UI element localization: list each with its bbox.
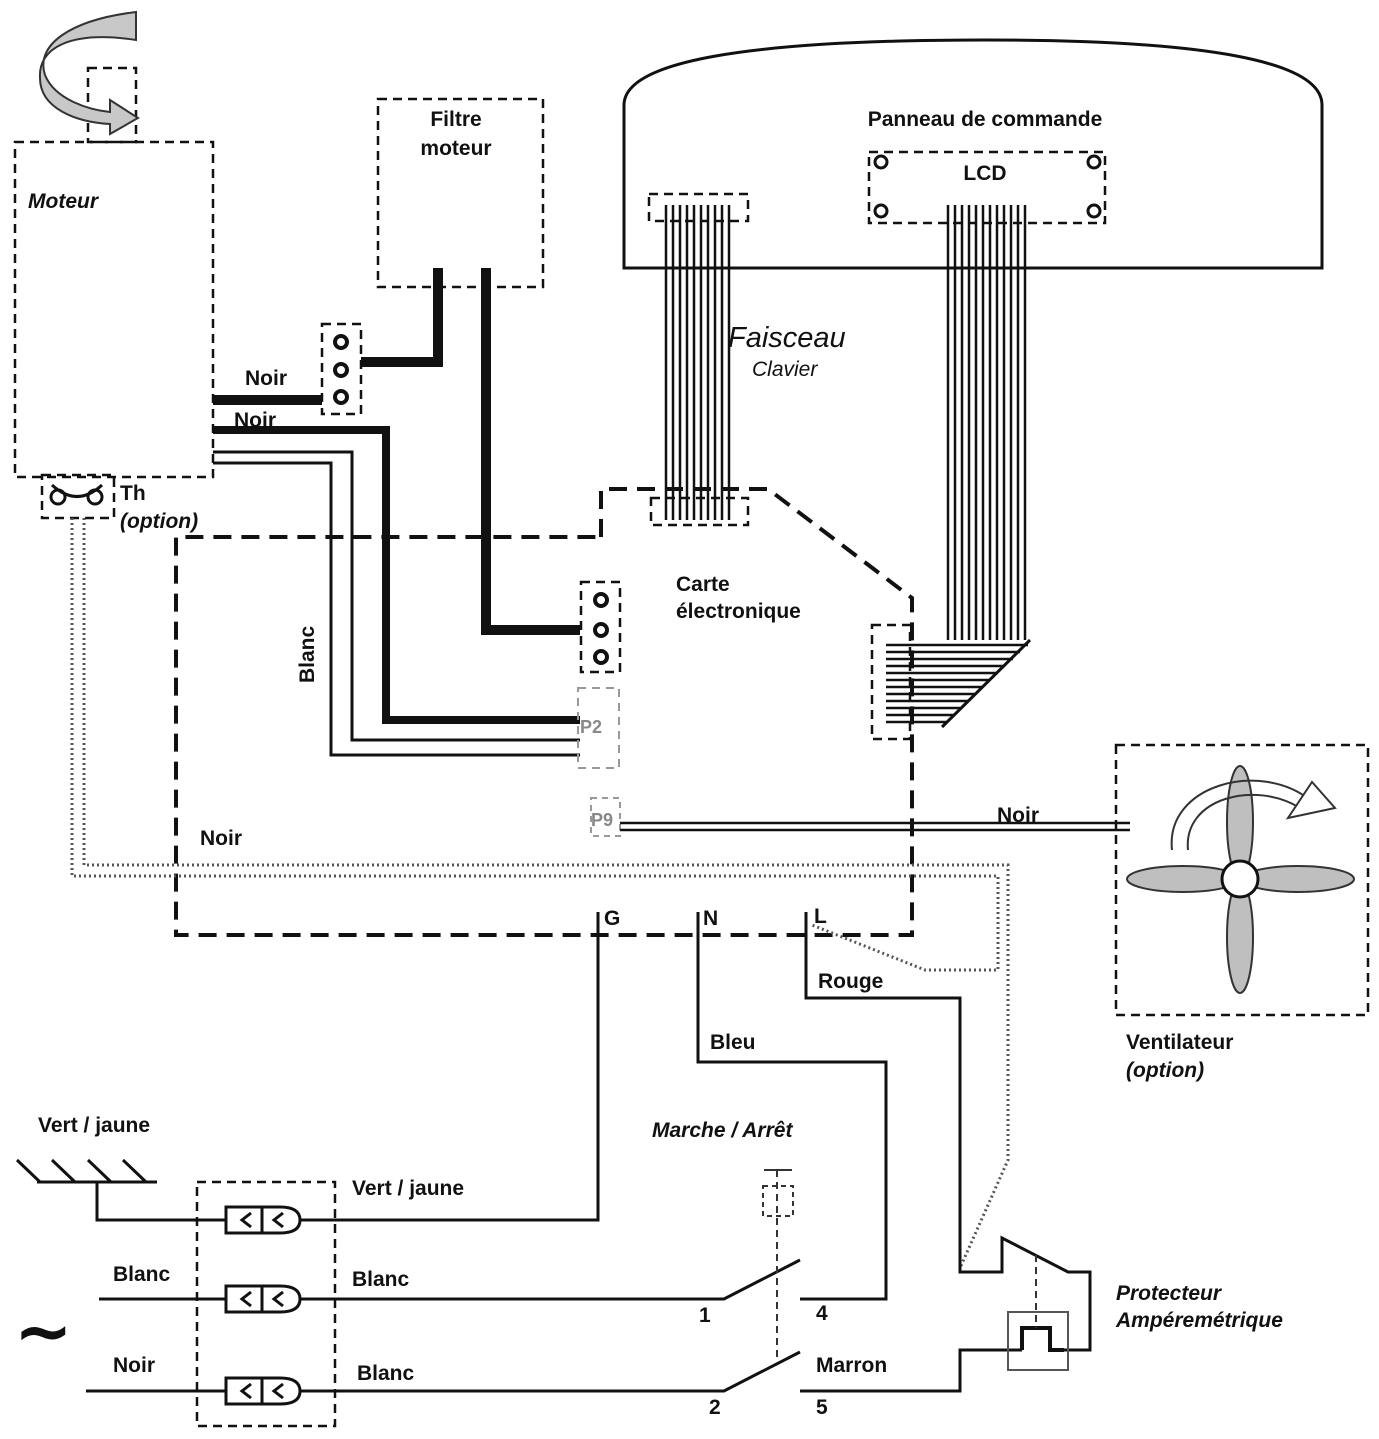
- current-protector: [1007, 1255, 1069, 1371]
- wire-filter-connector: [361, 268, 443, 367]
- th-label: Th: [120, 482, 146, 505]
- on-off-switch: [762, 1169, 794, 1358]
- ground-symbol-icon: [15, 1158, 226, 1222]
- wire-bleu: [696, 912, 888, 1301]
- wire-blanc-1: [213, 450, 580, 742]
- p9-label: P9: [591, 810, 613, 830]
- wire-rouge: [804, 912, 1092, 1352]
- motor-label: Moteur: [28, 190, 100, 213]
- rouge-label: Rouge: [818, 970, 883, 993]
- filter-label-1: Filtre: [430, 108, 481, 131]
- n-label: N: [703, 907, 718, 930]
- wire-blanc-switch-1: [300, 1258, 801, 1301]
- blanc-left-label: Blanc: [113, 1263, 171, 1286]
- fan-block: [1114, 743, 1370, 1017]
- wire-filter-board: [481, 268, 580, 635]
- protector-label-1: Protecteur: [1116, 1282, 1223, 1305]
- electronic-board-outline: [174, 487, 914, 937]
- wire-marron: [800, 1348, 1022, 1393]
- vert-jaune-top-label: Vert / jaune: [38, 1114, 150, 1137]
- th-option-label: (option): [120, 510, 198, 533]
- lcd-label: LCD: [963, 162, 1006, 185]
- faisceau-label: Faisceau: [728, 322, 846, 354]
- bleu-label: Bleu: [710, 1031, 756, 1054]
- thermal-wire-1: [70, 518, 1000, 972]
- switch-1-label: 1: [699, 1304, 711, 1327]
- board-connector-filter: [579, 580, 622, 674]
- marron-label: Marron: [816, 1354, 887, 1377]
- switch-5-label: 5: [816, 1396, 828, 1419]
- connector-motor-filter: [320, 322, 363, 416]
- noir-left-label: Noir: [200, 827, 242, 850]
- filter-label-2: moteur: [420, 137, 491, 160]
- switch-4-label: 4: [816, 1302, 828, 1325]
- noir-fan-label: Noir: [997, 804, 1039, 827]
- motor-filter-block: Filtre moteur: [376, 97, 545, 289]
- blanc-vertical-label: Blanc: [296, 625, 319, 683]
- marche-arret-label: Marche / Arrêt: [652, 1119, 793, 1142]
- wire-noir-2: [213, 426, 580, 724]
- l-label: L: [814, 905, 827, 928]
- thermal-switch-icon: [40, 473, 116, 520]
- vert-jaune-right-label: Vert / jaune: [352, 1177, 464, 1200]
- wire-blanc-2: [213, 461, 580, 757]
- thermal-wire-2: [82, 518, 1010, 1269]
- ac-tilde-symbol: ~: [14, 1290, 73, 1372]
- noir-label-1: Noir: [245, 367, 287, 390]
- control-panel: Panneau de commande LCD: [622, 38, 1324, 270]
- wire-blanc-switch-2: [300, 1350, 801, 1393]
- lcd-ribbon: [870, 205, 1032, 741]
- clavier-label: Clavier: [752, 358, 818, 381]
- board-label-1: Carte: [676, 573, 730, 596]
- control-panel-label: Panneau de commande: [868, 108, 1103, 131]
- curved-arrow-icon: [38, 10, 140, 136]
- board-label-2: électronique: [676, 600, 801, 623]
- fan-option-label: (option): [1126, 1059, 1204, 1082]
- g-label: G: [604, 907, 620, 930]
- noir-label-2: Noir: [234, 409, 276, 432]
- keypad-ribbon: [649, 205, 750, 527]
- noir-input-label: Noir: [113, 1354, 155, 1377]
- wire-ground: [300, 912, 600, 1222]
- p2-label: P2: [580, 717, 602, 737]
- connector-p2: [577, 687, 620, 769]
- protector-label-2: Ampéremétrique: [1115, 1309, 1283, 1332]
- wire-fan: [620, 821, 1130, 832]
- blanc-right-2-label: Blanc: [357, 1362, 415, 1385]
- fan-label: Ventilateur: [1126, 1031, 1233, 1054]
- switch-2-label: 2: [709, 1396, 721, 1419]
- blanc-right-1-label: Blanc: [352, 1268, 410, 1291]
- connector-p9: [590, 797, 621, 837]
- motor-block: Moteur: [13, 10, 215, 479]
- fan-icon: [1126, 765, 1355, 994]
